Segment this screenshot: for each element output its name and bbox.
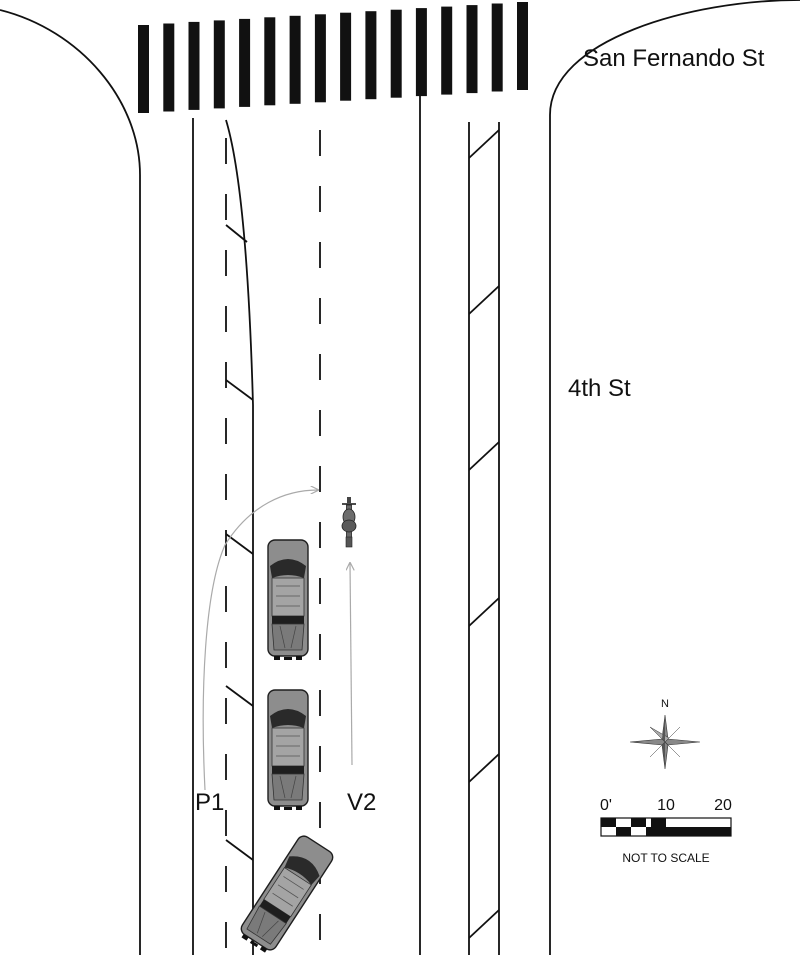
crosswalk-stripe xyxy=(491,3,503,92)
scale-bar: 0' 10 20 NOT TO SCALE xyxy=(600,797,732,865)
bike-lane-taper xyxy=(225,119,254,955)
pedestrian-path-label: P1 xyxy=(195,789,224,816)
crosswalk-stripe xyxy=(289,15,301,104)
crosswalk-stripe xyxy=(517,2,528,90)
median-hatches xyxy=(468,129,500,939)
scale-tick-10: 10 xyxy=(657,797,675,814)
crosswalk-stripe xyxy=(138,25,149,113)
crosswalk-stripe xyxy=(390,9,402,98)
northeast-curb xyxy=(549,0,800,955)
parked-car-1 xyxy=(267,539,309,661)
street-label-4th: 4th St xyxy=(568,375,631,402)
crosswalk-stripe xyxy=(340,12,352,101)
street-label-san-fernando: San Fernando St xyxy=(583,45,765,72)
crosswalk-stripe xyxy=(365,11,377,100)
compass-rose-icon: N xyxy=(629,698,701,770)
crosswalk-stripe xyxy=(415,8,427,97)
scale-note: NOT TO SCALE xyxy=(622,851,709,865)
crosswalk-stripe xyxy=(163,23,175,112)
crosswalk-stripe xyxy=(466,5,478,94)
pedestrian-path-arrow xyxy=(202,490,318,791)
crosswalk-stripe xyxy=(441,6,453,95)
crosswalk-stripe xyxy=(188,21,200,110)
crosswalk xyxy=(138,2,528,113)
crosswalk-stripe xyxy=(264,17,276,106)
scale-tick-20: 20 xyxy=(714,797,732,814)
crosswalk-stripe xyxy=(213,20,225,109)
parked-car-2 xyxy=(267,689,309,811)
crosswalk-stripe xyxy=(239,18,251,107)
scale-tick-0: 0' xyxy=(600,797,612,814)
bicycle-icon xyxy=(341,497,357,548)
northwest-curb xyxy=(0,9,141,955)
compass-north-label: N xyxy=(661,698,669,710)
crosswalk-stripe xyxy=(314,14,326,103)
vehicle-path-label: V2 xyxy=(347,789,376,816)
vehicle-path-arrow xyxy=(350,563,352,766)
